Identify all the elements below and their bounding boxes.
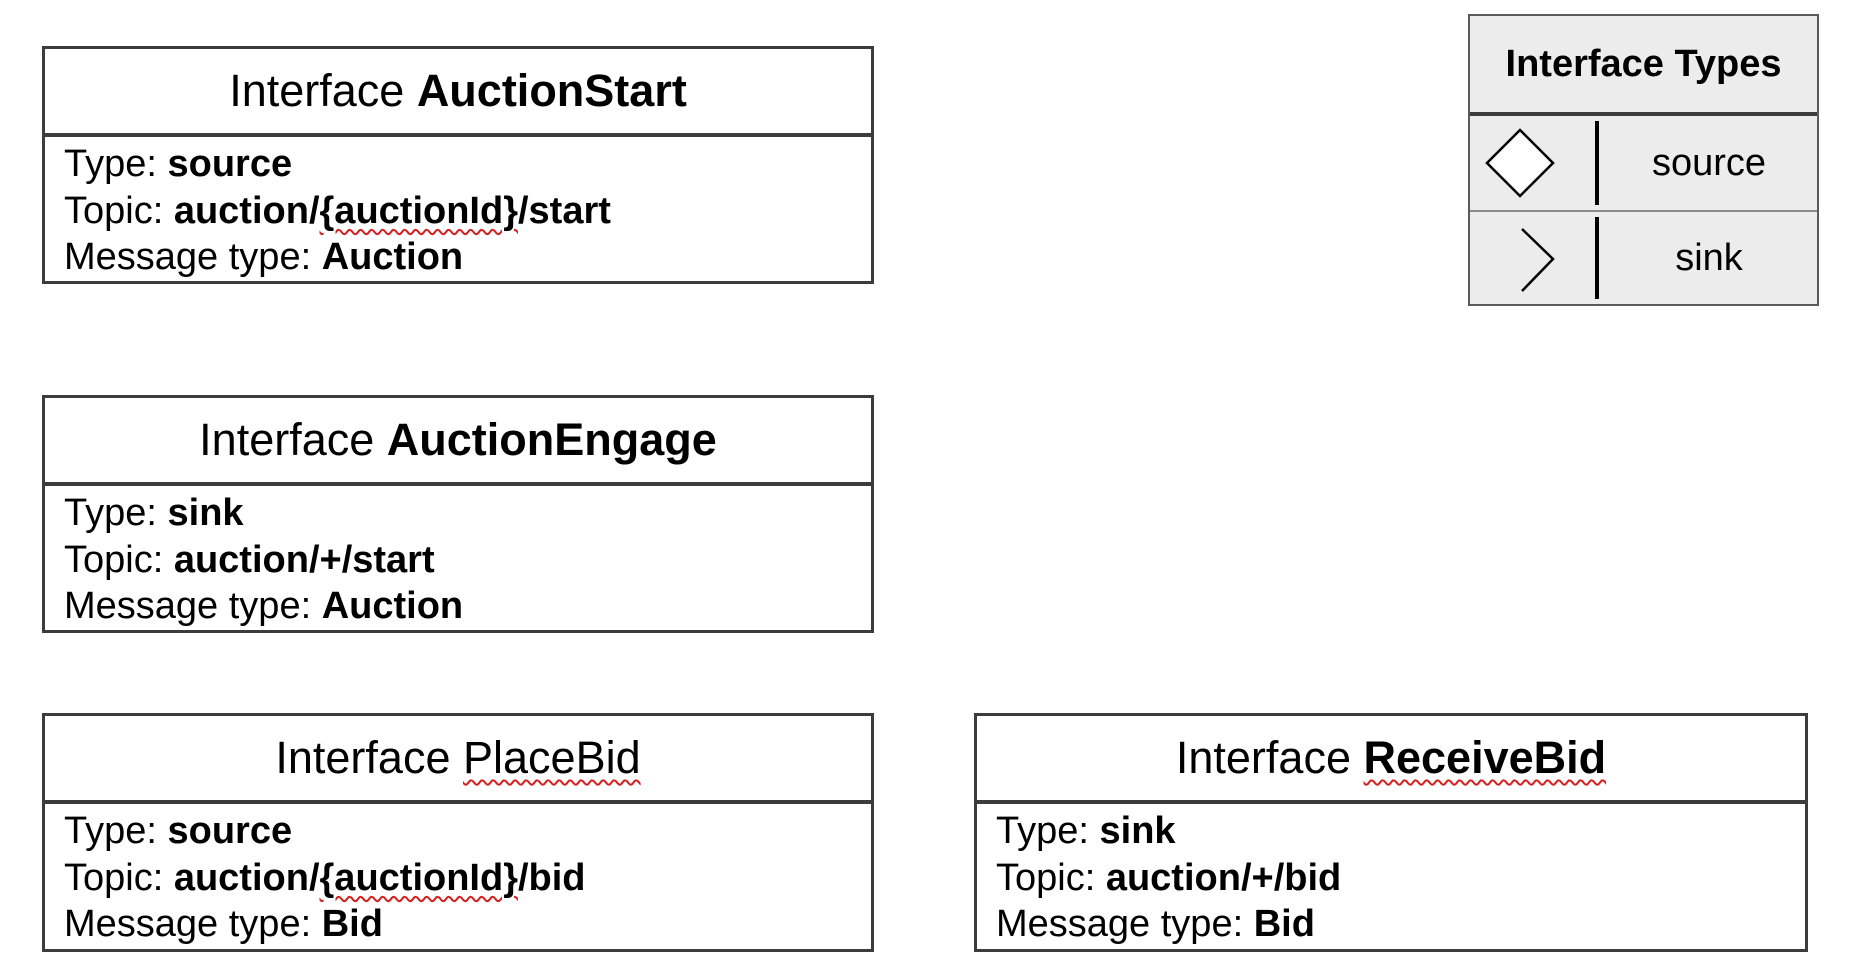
interface-keyword: Interface <box>229 65 405 116</box>
topic-label: Topic: <box>64 189 174 232</box>
legend-title: Interface Types <box>1470 16 1817 116</box>
topic-value: auction/{auctionId}/start <box>174 190 611 232</box>
interface-body: Type: source Topic: auction/{auctionId}/… <box>45 804 871 948</box>
interface-message-line: Message type: Bid <box>996 901 1805 948</box>
type-label: Type: <box>64 492 168 534</box>
topic-suffix: /bid <box>517 856 586 899</box>
type-value: source <box>167 143 293 185</box>
interface-keyword: Interface <box>199 414 375 465</box>
legend-row-source: source <box>1470 116 1817 210</box>
interface-name: PlaceBid <box>463 732 641 783</box>
message-value: Bid <box>1253 903 1315 945</box>
message-label: Message type: <box>64 236 322 278</box>
message-label: Message type: <box>996 903 1254 945</box>
interface-type-line: Type: source <box>64 808 871 855</box>
interface-header: Interface ReceiveBid <box>977 716 1805 804</box>
legend-label: source <box>1651 141 1767 184</box>
topic-suffix: /start <box>517 189 611 232</box>
message-value: Bid <box>321 903 383 945</box>
interface-body: Type: sink Topic: auction/+/start Messag… <box>45 486 871 630</box>
chevron-right-icon <box>1470 212 1594 304</box>
interface-box-auction-engage: Interface AuctionEngage Type: sink Topic… <box>42 395 874 633</box>
diamond-icon <box>1470 116 1594 210</box>
legend-divider <box>1595 217 1599 299</box>
message-label: Message type: <box>64 585 322 627</box>
topic-parameter: {auctionId} <box>319 189 518 232</box>
interface-type-line: Type: sink <box>64 490 871 537</box>
type-value: source <box>167 810 293 852</box>
legend-label: sink <box>1675 236 1743 279</box>
topic-value: auction/+/bid <box>1105 856 1342 899</box>
message-value: Auction <box>321 585 464 627</box>
interface-message-line: Message type: Bid <box>64 901 871 948</box>
topic-prefix: auction/ <box>173 856 320 899</box>
interface-body: Type: sink Topic: auction/+/bid Message … <box>977 804 1805 948</box>
interface-header: Interface PlaceBid <box>45 716 871 804</box>
type-label: Type: <box>64 143 168 185</box>
legend-interface-types: Interface Types source sink <box>1468 14 1819 306</box>
type-label: Type: <box>996 810 1100 852</box>
interface-body: Type: source Topic: auction/{auctionId}/… <box>45 137 871 281</box>
interface-header: Interface AuctionEngage <box>45 398 871 486</box>
interface-type-line: Type: source <box>64 141 871 188</box>
interface-message-line: Message type: Auction <box>64 234 871 281</box>
interface-box-place-bid: Interface PlaceBid Type: source Topic: a… <box>42 713 874 952</box>
legend-row-sink: sink <box>1470 210 1817 304</box>
interface-topic-line: Topic: auction/{auctionId}/bid <box>64 855 871 902</box>
interface-topic-line: Topic: auction/+/bid <box>996 855 1805 902</box>
topic-label: Topic: <box>64 538 174 581</box>
interface-name: AuctionStart <box>416 65 687 116</box>
topic-prefix: auction/ <box>173 189 320 232</box>
interface-name: ReceiveBid <box>1363 732 1607 783</box>
type-value: sink <box>167 492 244 534</box>
topic-label: Topic: <box>996 856 1106 899</box>
interface-keyword: Interface <box>1175 732 1351 783</box>
interface-header: Interface AuctionStart <box>45 49 871 137</box>
interface-keyword: Interface <box>275 732 451 783</box>
interface-name: AuctionEngage <box>386 414 717 465</box>
message-label: Message type: <box>64 903 322 945</box>
topic-parameter: {auctionId} <box>319 856 518 899</box>
topic-value: auction/+/start <box>173 538 435 581</box>
message-value: Auction <box>321 236 464 278</box>
type-label: Type: <box>64 810 168 852</box>
type-value: sink <box>1099 810 1176 852</box>
interface-message-line: Message type: Auction <box>64 583 871 630</box>
interface-box-auction-start: Interface AuctionStart Type: source Topi… <box>42 46 874 284</box>
interface-topic-line: Topic: auction/{auctionId}/start <box>64 188 871 235</box>
legend-divider <box>1595 121 1599 205</box>
topic-label: Topic: <box>64 856 174 899</box>
interface-box-receive-bid: Interface ReceiveBid Type: sink Topic: a… <box>974 713 1808 952</box>
topic-value: auction/{auctionId}/bid <box>174 857 586 899</box>
interface-topic-line: Topic: auction/+/start <box>64 537 871 584</box>
interface-type-line: Type: sink <box>996 808 1805 855</box>
